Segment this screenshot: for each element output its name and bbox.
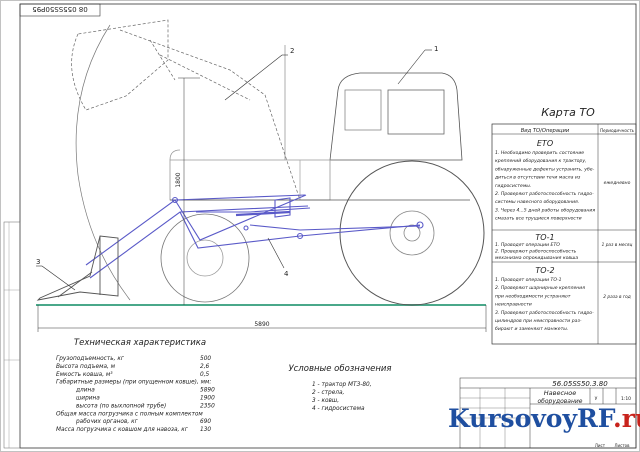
stamp-name-2: оборудование bbox=[538, 398, 583, 405]
tech-row-label: длина bbox=[75, 388, 95, 394]
watermark-logo: KursovoyRF.ru bbox=[448, 404, 640, 444]
eto-line: 1. Необходимо проверить состояние bbox=[495, 150, 584, 156]
loader-boom bbox=[85, 194, 424, 279]
tech-row-label: Общая масса погрузчика с полным комплект… bbox=[56, 411, 203, 417]
title-block bbox=[459, 377, 637, 449]
to1-line: 1. Проводят операции ЕТО bbox=[495, 242, 560, 248]
eto-title: ЕТО bbox=[537, 139, 553, 148]
to2-line: 1. Проводят операции ТО-1 bbox=[495, 277, 562, 283]
tech-row-label: ширина bbox=[76, 396, 100, 402]
leader-label-4: 4 bbox=[284, 270, 289, 278]
legend-item: 4 - гидросистема bbox=[312, 406, 365, 412]
tech-row-label: Габаритные размеры (при опущенном ковше)… bbox=[56, 380, 211, 386]
tech-row-label: высота (по выхлопной трубе) bbox=[76, 403, 166, 409]
top-code: 08 055SS50Р95 bbox=[32, 5, 87, 13]
to2-title: ТО-2 bbox=[535, 266, 554, 275]
margin-strip bbox=[3, 221, 21, 449]
to1-period: 1 раз в месяц bbox=[602, 242, 633, 248]
tech-row-label: Емкость ковша, м³ bbox=[56, 371, 113, 378]
to1-line: 2. Проверяют работоспособность bbox=[495, 249, 577, 255]
eto-line: гидросистемы. bbox=[495, 184, 531, 189]
tech-row-value: 5890 bbox=[200, 388, 215, 394]
tech-row-label: Грузоподъемность, кг bbox=[56, 356, 125, 362]
legend-item: 2 - стрела, bbox=[312, 390, 345, 396]
to2-line: при необходимости устраняют bbox=[495, 293, 571, 299]
dimension-lines bbox=[37, 77, 487, 332]
to1-title: ТО-1 bbox=[535, 233, 554, 242]
tech-row-value: 1900 bbox=[200, 396, 215, 402]
tech-row-label: Масса погрузчика с ковшом для навоза, кг bbox=[56, 427, 189, 433]
to1-line: механизма опрокидывания ковша bbox=[495, 256, 578, 261]
to2-line: 2. Проверяют шарнирные крепления bbox=[495, 285, 585, 291]
leader-label-3: 3 bbox=[36, 258, 40, 266]
dim-length: 5890 bbox=[254, 321, 269, 328]
tech-specs: Техническая характеристика Грузоподъемно… bbox=[56, 338, 215, 433]
card-col-work: Вид ТО/Операции bbox=[521, 128, 570, 134]
watermark-domain: .ru bbox=[613, 404, 640, 433]
stamp-stage: У bbox=[595, 396, 598, 402]
stamp-name-1: Навесное bbox=[544, 389, 577, 397]
legend: Условные обозначения 1 - трактор МТЗ-80,… bbox=[288, 364, 391, 412]
leader-label-1: 1 bbox=[434, 45, 438, 53]
legend-items: 1 - трактор МТЗ-80, 2 - стрела, 3 - ковш, 4… bbox=[312, 382, 372, 412]
top-code-box bbox=[19, 3, 101, 17]
leader-label-2: 2 bbox=[290, 47, 294, 55]
legend-item: 1 - трактор МТЗ-80, bbox=[312, 382, 372, 388]
leader-lines bbox=[36, 49, 432, 291]
card-col-period: Периодичность bbox=[600, 128, 635, 133]
stamp-code: 56.05SS50.3.80 bbox=[552, 380, 608, 388]
eto-line: диться в отсутствии течи масла из bbox=[494, 176, 581, 181]
to2-line: неисправности bbox=[495, 303, 532, 308]
to2-lines: 1. Проводят операции ТО-1 2. Проверяют ша… bbox=[495, 277, 594, 332]
tech-title: Техническая характеристика bbox=[74, 338, 206, 348]
tech-row-label: Высота подъема, м bbox=[56, 364, 116, 370]
tech-row-value: 500 bbox=[200, 356, 211, 362]
maintenance-card: Карта ТО Вид ТО/Операции Периодичность Е… bbox=[491, 106, 637, 345]
tech-row-value: 2,6 bbox=[200, 364, 210, 370]
eto-lines: 1. Необходимо проверить состояние креплен… bbox=[494, 150, 595, 222]
eto-line: 2. Проверяют работоспособность гидро- bbox=[495, 191, 594, 197]
watermark-main: KursovoyRF bbox=[448, 404, 614, 433]
raised-bucket-outline bbox=[71, 19, 301, 201]
eto-line: обнаруженные дефекты устранить, убе- bbox=[495, 166, 595, 172]
card-title: Карта ТО bbox=[541, 106, 595, 119]
dim-height: 1800 bbox=[175, 172, 182, 187]
tech-row-value: 130 bbox=[200, 427, 211, 433]
eto-line: креплений оборудования к трактору, bbox=[495, 158, 587, 164]
tech-row-label: рабочих органов, кг bbox=[75, 419, 139, 425]
swing-arc bbox=[75, 24, 131, 301]
to2-line: цилиндров при неисправности раз- bbox=[495, 319, 582, 324]
legend-item: 3 - ковш, bbox=[312, 398, 339, 404]
stamp-sheet: Лист bbox=[595, 443, 606, 448]
to2-line: 3. Проверяют работоспособность гидро- bbox=[495, 310, 594, 316]
eto-line: смазать все трущиеся поверхности bbox=[495, 217, 582, 222]
stamp-scale: 1:10 bbox=[621, 396, 631, 402]
tractor bbox=[160, 45, 485, 306]
eto-period: ежедневно bbox=[604, 181, 631, 186]
tech-row-value: 0,5 bbox=[200, 372, 210, 378]
tech-row-value: 690 bbox=[200, 419, 211, 425]
tech-row-value: 2350 bbox=[200, 403, 215, 409]
eto-line: 3. Через 4...5 дней работы оборудования bbox=[495, 207, 595, 213]
bucket bbox=[36, 235, 119, 301]
to2-line: бирают и заменяют манжеты. bbox=[495, 326, 568, 332]
to2-period: 2 раза в год bbox=[603, 294, 631, 300]
stamp-sheets: Листов bbox=[615, 443, 631, 448]
eto-line: системы навесного оборудования. bbox=[495, 199, 579, 205]
legend-title: Условные обозначения bbox=[288, 364, 391, 374]
